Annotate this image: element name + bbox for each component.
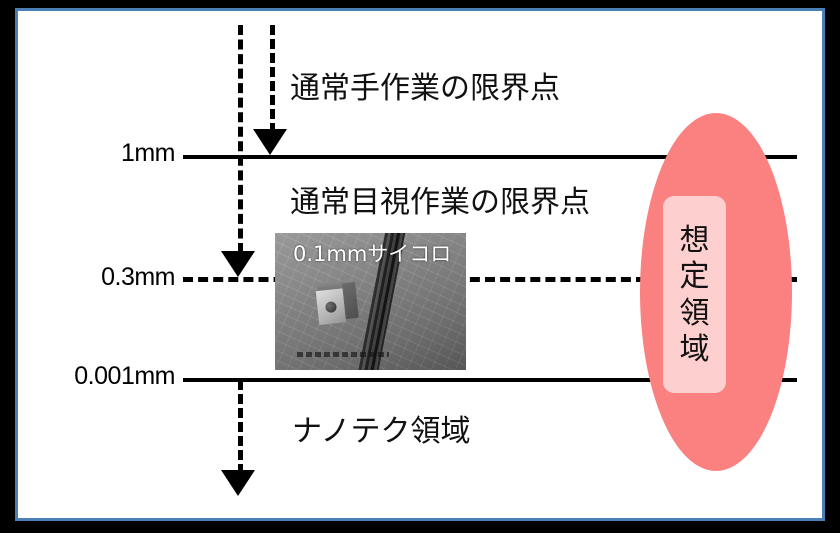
annotation-visual-limit: 通常目視作業の限界点	[290, 185, 590, 220]
axis-label-0001mm: 0.001mm	[74, 362, 175, 390]
dice-pip	[324, 301, 338, 314]
micro-dice-photo: 0.1mmサイコロ	[275, 233, 466, 370]
level-line-03mm	[183, 277, 797, 282]
axis-label-03mm: 0.3mm	[101, 263, 175, 291]
arrow-head-to-nano	[221, 470, 255, 496]
zone-char-1: 想	[679, 222, 710, 258]
target-zone-inner-panel	[663, 196, 726, 393]
axis-label-1mm: 1mm	[120, 139, 176, 167]
dash-line-to-nano	[238, 380, 243, 474]
photo-caption: 0.1mmサイコロ	[293, 242, 452, 266]
zone-char-3: 領	[679, 295, 710, 331]
zone-char-4: 域	[679, 332, 710, 367]
annotation-manual-limit: 通常手作業の限界点	[290, 71, 560, 106]
arrow-head-to-1mm	[253, 129, 287, 155]
level-line-1mm	[183, 155, 797, 159]
photo-credit-text	[297, 352, 389, 357]
level-line-0001mm	[183, 378, 797, 382]
dash-line-to-1mm	[270, 25, 275, 133]
dice-face-side	[342, 282, 359, 320]
dice-face-front	[315, 288, 347, 325]
zone-char-2: 定	[679, 259, 710, 294]
dash-line-to-03mm	[238, 25, 243, 253]
annotation-nanotech-zone: ナノテク領域	[292, 414, 471, 449]
target-zone-label: 想 定 領 域	[663, 200, 726, 390]
photo-dice-cube	[314, 279, 359, 325]
arrow-head-to-03mm	[221, 251, 255, 277]
